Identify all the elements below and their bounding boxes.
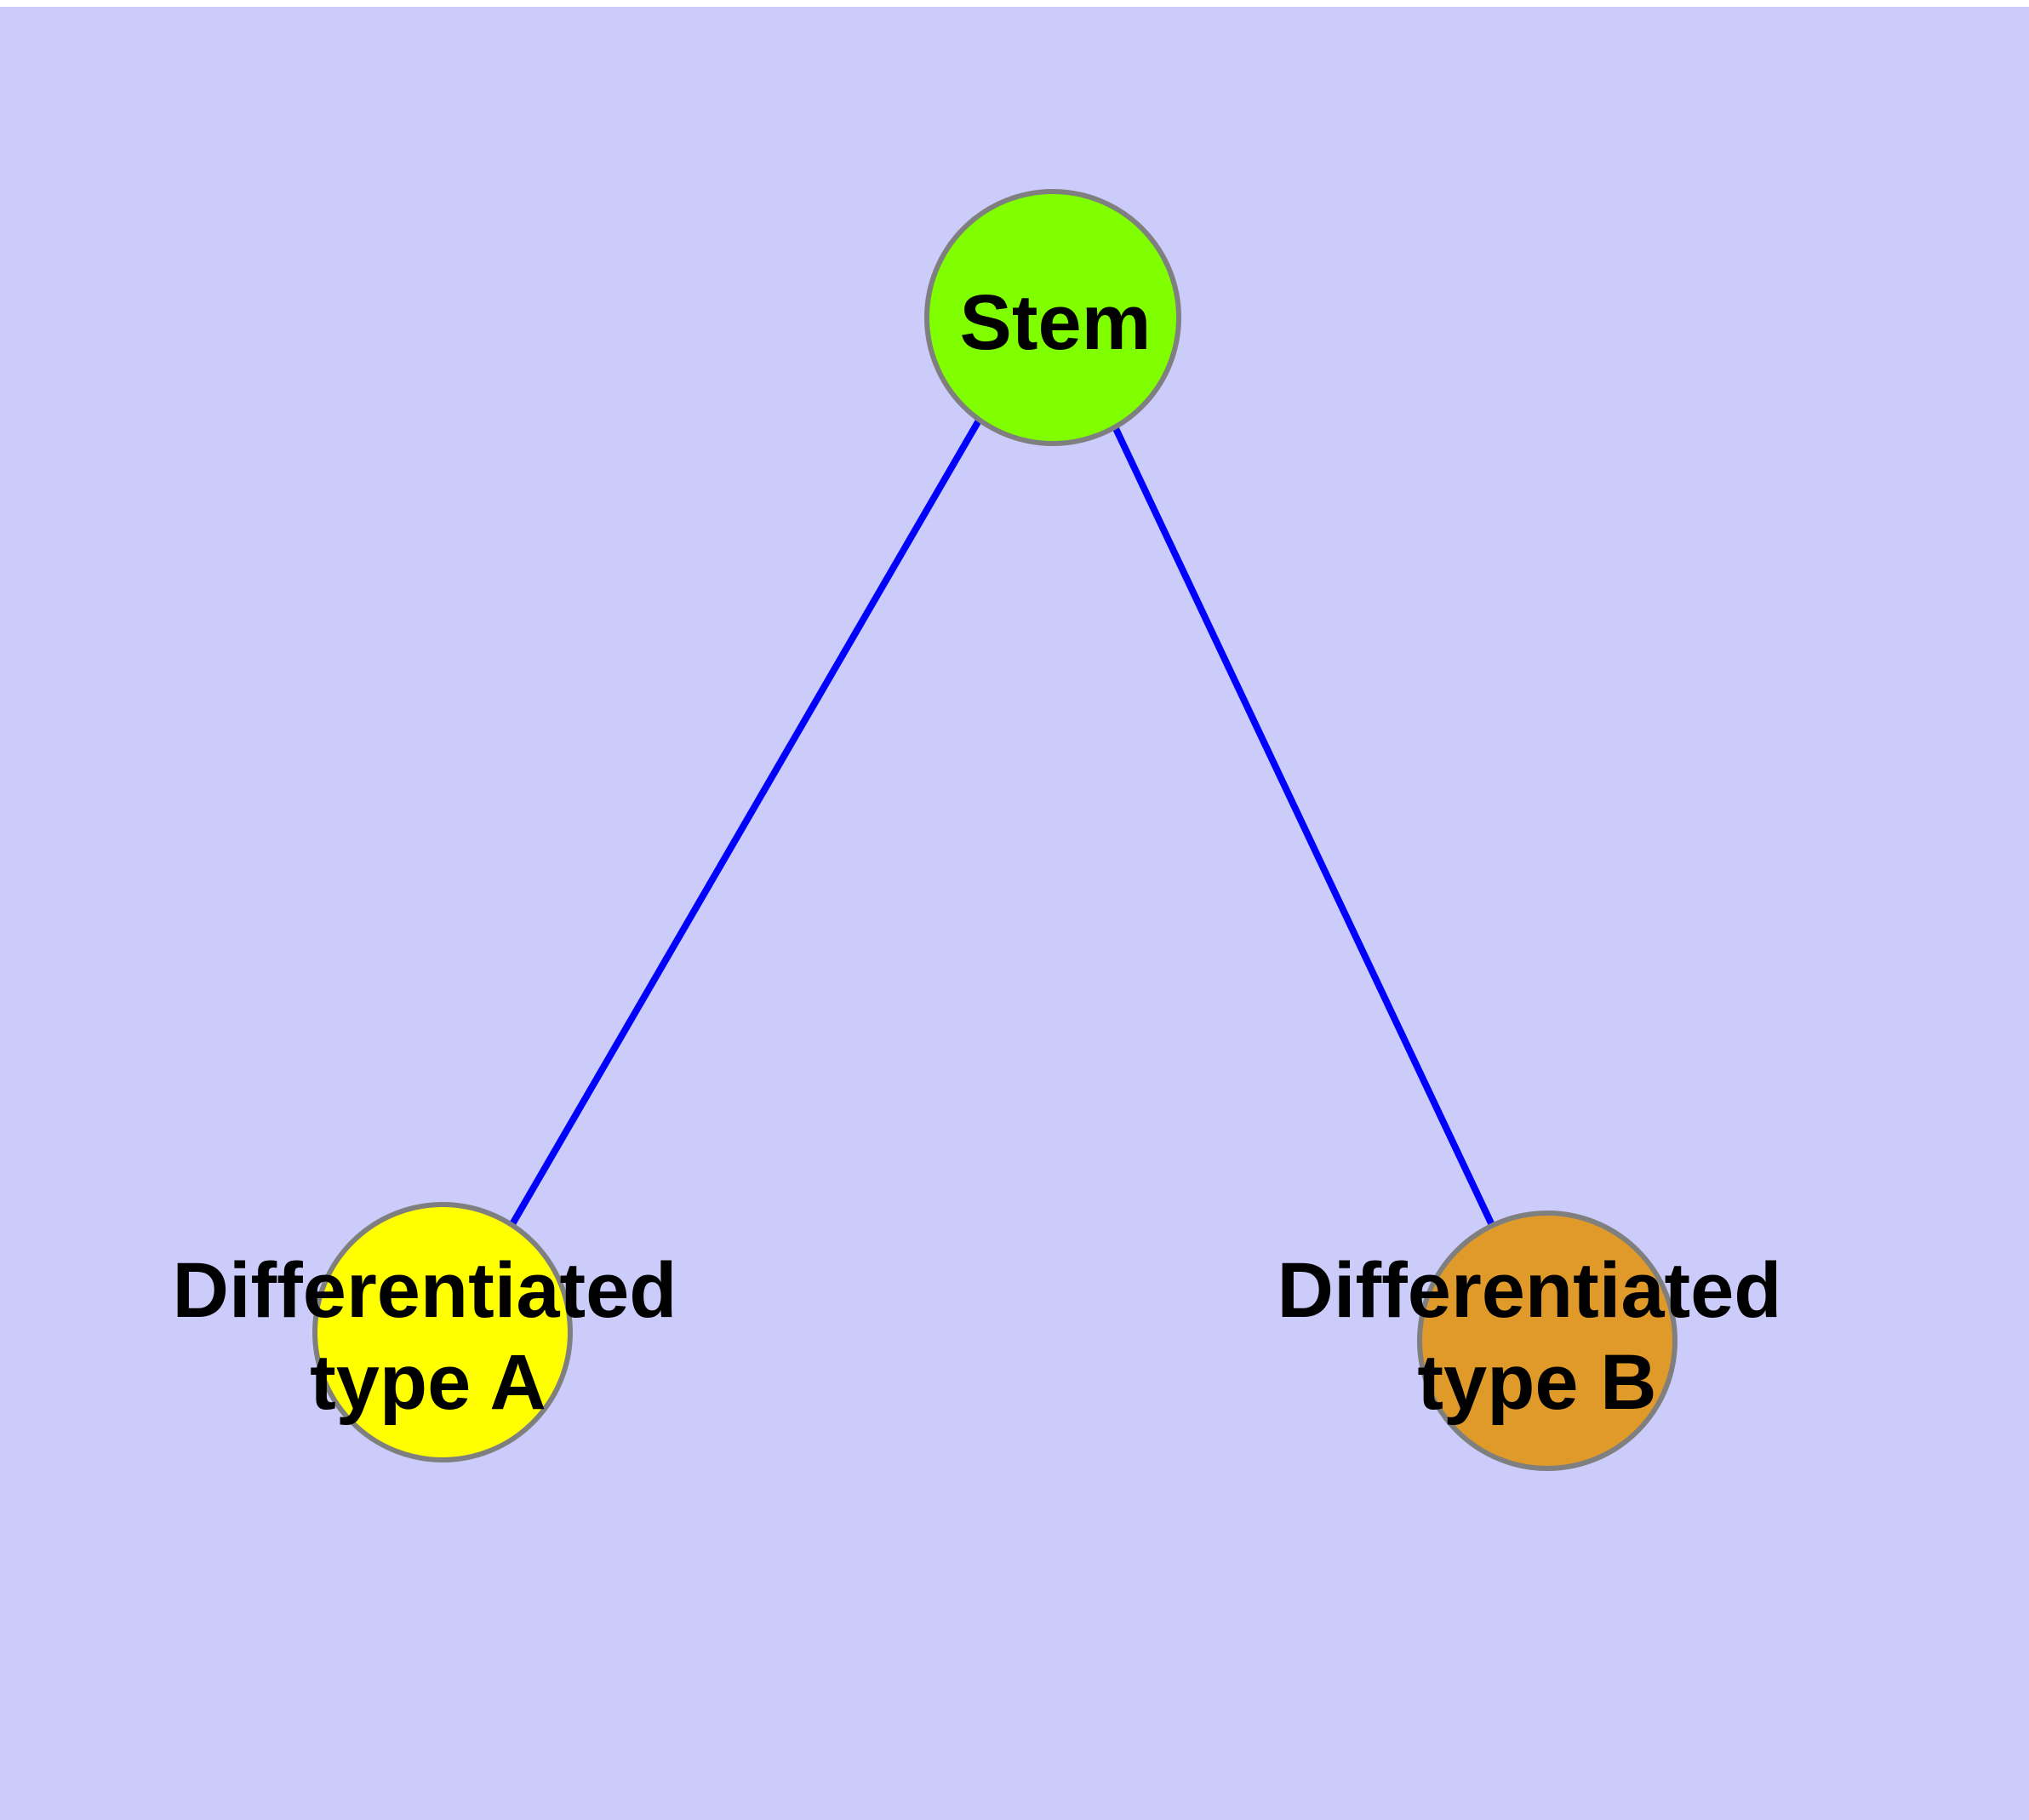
edge-stem-to-differentiated-type-a [509,418,982,1227]
edge-stem-to-differentiated-type-b [1110,421,1495,1225]
node-label-differentiated-type-a-line-2: type A [310,1339,546,1426]
node-label-differentiated-type-b-line-2: type B [1417,1339,1656,1426]
nodes-layer [312,189,1677,1471]
node-label-differentiated-type-a-line-1: Differentiated [173,1247,677,1334]
node-label-stem: Stem [960,279,1152,366]
node-differentiated-type-b[interactable] [1417,1210,1677,1471]
node-differentiated-type-a[interactable] [312,1202,573,1462]
edges-layer [509,418,1495,1227]
labels-layer: Stem Differentiated type A Differentiate… [173,279,1782,1426]
node-stem[interactable] [924,189,1181,446]
node-label-differentiated-type-b-line-1: Differentiated [1277,1247,1782,1334]
